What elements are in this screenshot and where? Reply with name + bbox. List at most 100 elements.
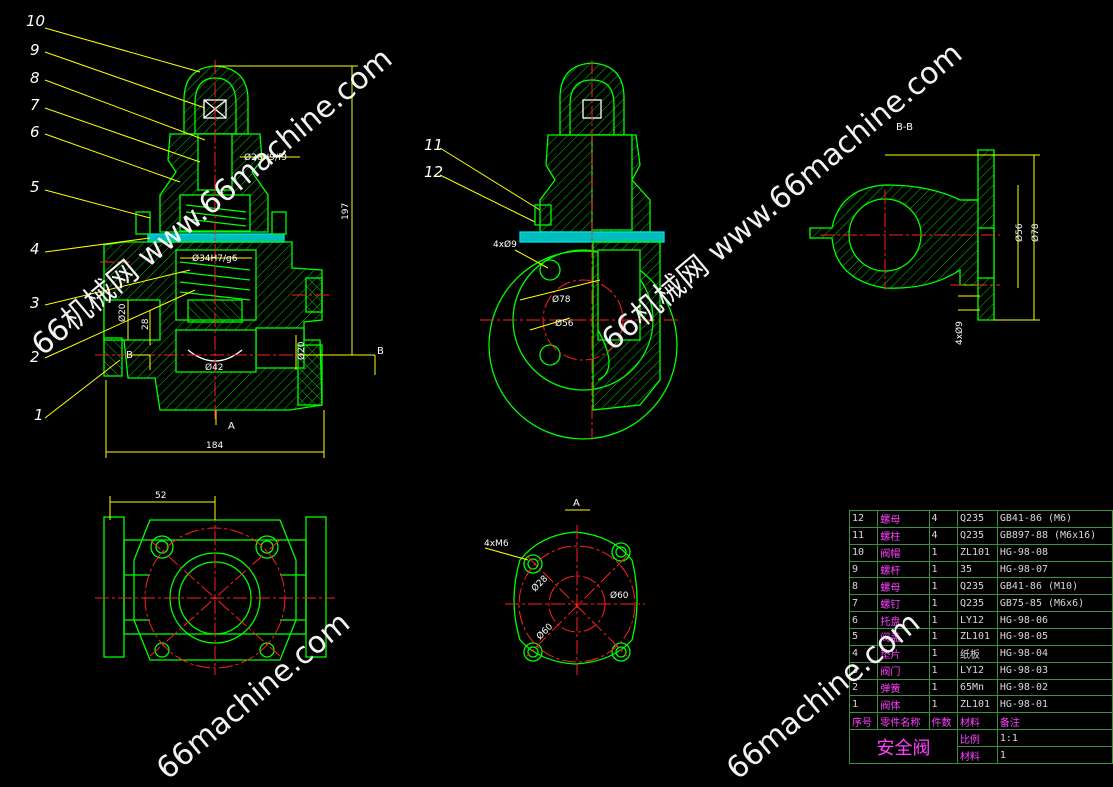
bom-cell-material: ZL101 [956, 695, 998, 714]
dim-d20a: Ø20 [117, 303, 128, 322]
dim-d60a: Ø60 [610, 590, 629, 601]
bom-cell-qty: 4 [928, 510, 958, 528]
dim-d78-bb: Ø78 [1030, 223, 1041, 242]
bom-cell-qty: 1 [928, 628, 958, 646]
bom-header-material: 材料 [956, 712, 998, 731]
part-label-3: 3 [30, 294, 40, 312]
bom-cell-no: 6 [848, 611, 879, 630]
dim-h28: 28 [141, 318, 151, 330]
label-section-bb: B-B [896, 122, 913, 133]
dim-holes-4x9: 4xØ9 [493, 239, 517, 250]
bom-cell-note: HG-98-07 [996, 560, 1113, 579]
bom-cell-note: HG-98-03 [996, 661, 1113, 680]
part-leaders [44, 27, 541, 419]
bom-cell-note: HG-98-08 [996, 543, 1113, 562]
bom-cell-note: GB75-85 (M6x6) [996, 594, 1113, 613]
part-number-labels: 10 9 8 7 6 5 4 3 2 1 11 12 [26, 12, 443, 424]
view-labels: B-B A A B B [126, 122, 913, 509]
bom-cell-note: GB41-86 (M6) [996, 510, 1113, 528]
bom-cell-note: HG-98-01 [996, 695, 1113, 714]
label-arrow-b-left: B [126, 350, 133, 361]
bom-cell-name: 螺杆 [877, 560, 930, 579]
label-arrow-a: A [228, 421, 235, 432]
bom-header-note: 备注 [996, 712, 1113, 731]
bom-cell-note: HG-98-04 [996, 644, 1113, 663]
view-a-dimension-lines [484, 509, 590, 561]
front-dimension-lines [105, 65, 376, 458]
dim-w184: 184 [206, 441, 223, 451]
dim-h197: 197 [341, 203, 351, 220]
bom-cell-note: HG-98-05 [996, 628, 1113, 646]
part-label-8: 8 [30, 69, 40, 87]
part-label-9: 9 [30, 41, 40, 59]
bom-cell-no: 10 [848, 543, 879, 562]
bb-centerlines [820, 190, 1000, 290]
side-centerlines [480, 60, 680, 440]
scale-value: 1:1 [996, 729, 1113, 748]
cad-drawing: 10 9 8 7 6 5 4 3 2 1 11 12 Ø26H9/f9 Ø34H… [26, 12, 1041, 675]
dim-w52: 52 [155, 491, 166, 501]
bom-cell-no: 5 [848, 628, 879, 646]
dim-d20b: Ø20 [296, 341, 307, 360]
view-a-centerlines [505, 525, 645, 675]
dim-d56-bb: Ø56 [1014, 223, 1025, 242]
bom-header-no: 序号 [848, 712, 879, 731]
bom-cell-qty: 4 [928, 526, 958, 545]
bom-cell-material: ZL101 [956, 628, 998, 646]
bom-cell-material: 65Mn [956, 678, 998, 697]
title-block-row: 安全阀 比例 1:1 [849, 729, 1113, 764]
bom-header-name: 零件名称 [877, 712, 930, 731]
view-a [513, 531, 638, 665]
part-label-11: 11 [424, 136, 443, 154]
top-centerlines [95, 508, 335, 675]
drawing-name: 安全阀 [849, 729, 958, 764]
bom-cell-material: Q235 [956, 577, 998, 596]
part-label-7: 7 [30, 96, 40, 114]
dim-holes-4xm6: 4xM6 [484, 539, 509, 549]
bom-cell-qty: 1 [928, 594, 958, 613]
dim-d78-side: Ø78 [552, 294, 571, 305]
bom-cell-name: 螺柱 [877, 526, 930, 545]
title-block-row-2: 材料 1 [850, 746, 1113, 764]
bom-header-qty: 件数 [928, 712, 958, 731]
bom-cell-no: 11 [848, 526, 879, 545]
bom-cell-qty: 1 [928, 611, 958, 630]
bom-cell-material: LY12 [956, 661, 998, 680]
bom-cell-qty: 1 [928, 661, 958, 680]
label-view-a: A [573, 498, 580, 509]
bom-cell-name: 螺母 [877, 510, 930, 528]
bom-cell-note: HG-98-02 [996, 678, 1113, 697]
bom-cell-note: GB897-88 (M6x16) [996, 526, 1113, 545]
part-label-10: 10 [26, 12, 45, 30]
quantity-value: 1 [996, 746, 1113, 764]
bom-cell-material: ZL101 [956, 543, 998, 562]
bom-cell-name: 弹簧 [877, 678, 930, 697]
top-dimension-lines [109, 496, 216, 520]
bom-cell-material: 纸板 [956, 644, 998, 663]
bom-cell-no: 8 [848, 577, 879, 596]
part-label-4: 4 [30, 240, 40, 258]
bom-cell-qty: 1 [928, 543, 958, 562]
bom-cell-name: 阀帽 [877, 543, 930, 562]
bom-cell-material: 35 [956, 560, 998, 579]
bom-cell-qty: 1 [928, 560, 958, 579]
bom-cell-no: 12 [848, 510, 879, 528]
bom-cell-no: 7 [848, 594, 879, 613]
part-label-1: 1 [34, 406, 44, 424]
dim-d26: Ø26H9/f9 [244, 152, 287, 163]
bom-cell-note: GB41-86 (M10) [996, 577, 1113, 596]
side-dimension-lines [514, 249, 601, 331]
bom-cell-qty: 1 [928, 644, 958, 663]
scale-label: 比例 [956, 729, 998, 748]
bom-cell-note: HG-98-06 [996, 611, 1113, 630]
bom-cell-name: 阀体 [877, 695, 930, 714]
part-label-6: 6 [30, 123, 40, 141]
